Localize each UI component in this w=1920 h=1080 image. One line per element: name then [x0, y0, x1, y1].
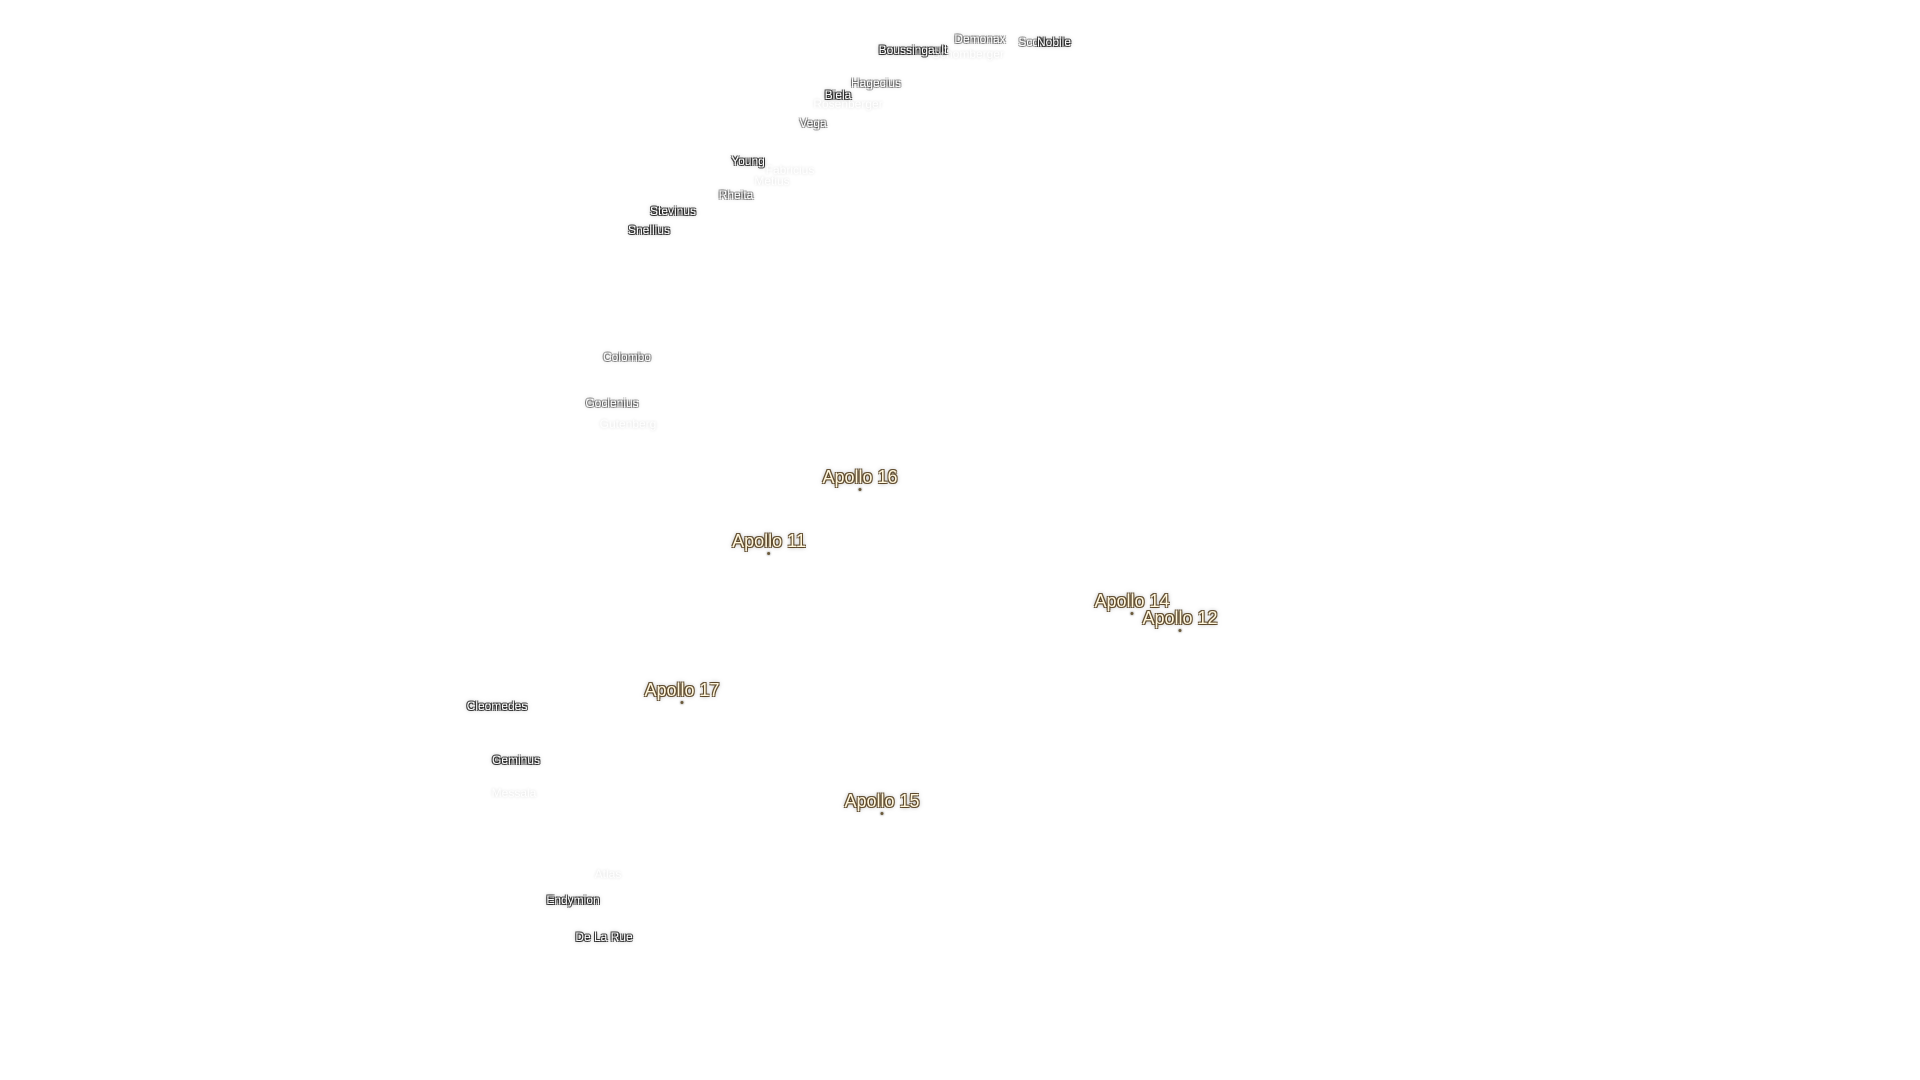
crater-label-rheita[interactable]: Rheita — [718, 188, 754, 202]
crater-label-nobile[interactable]: Nobile — [1036, 35, 1072, 49]
crater-label-geminus[interactable]: Geminus — [491, 753, 541, 767]
apollo-label: Apollo 12 — [1142, 608, 1218, 628]
landing-site-marker-icon — [880, 812, 884, 815]
crater-label-colombo[interactable]: Colombo — [602, 350, 652, 364]
landing-site-marker-icon — [1130, 612, 1134, 615]
crater-label-fabricius[interactable]: Fabricius — [765, 163, 815, 177]
crater-label-messala[interactable]: Messala — [491, 786, 537, 800]
apollo-label: Apollo 17 — [644, 680, 720, 700]
crater-label-biela[interactable]: Biela — [824, 88, 852, 102]
crater-label-demonax[interactable]: Demonax — [954, 32, 1006, 46]
crater-label-metius[interactable]: Metius — [754, 174, 790, 188]
crater-label-endymion[interactable]: Endymion — [546, 893, 600, 907]
apollo-label: Apollo 11 — [732, 531, 806, 551]
crater-label-cleomedes[interactable]: Cleomedes — [466, 699, 528, 713]
crater-label-vega[interactable]: Vega — [799, 116, 827, 130]
landing-site-marker-icon — [1178, 629, 1182, 632]
apollo-site-17[interactable]: Apollo 17 — [644, 680, 720, 704]
apollo-label: Apollo 15 — [844, 791, 920, 811]
crater-label-de-la-rue[interactable]: De La Rue — [575, 930, 633, 944]
apollo-label: Apollo 16 — [822, 467, 898, 487]
crater-label-boussingault[interactable]: Boussingault — [878, 43, 948, 57]
crater-label-goclenius[interactable]: Goclenius — [585, 396, 639, 410]
crater-label-scott[interactable]: Scott — [1018, 35, 1046, 49]
landing-site-marker-icon — [680, 701, 684, 704]
crater-label-stevinus[interactable]: Stevinus — [649, 204, 697, 218]
apollo-label: Apollo 14 — [1094, 591, 1170, 611]
apollo-site-12[interactable]: Apollo 12 — [1142, 608, 1218, 632]
crater-label-snellius[interactable]: Snellius — [627, 223, 671, 237]
crater-label-atlas[interactable]: Atlas — [594, 867, 622, 881]
apollo-site-15[interactable]: Apollo 15 — [844, 791, 920, 815]
crater-label-hagecius[interactable]: Hagecius — [850, 76, 902, 90]
apollo-site-16[interactable]: Apollo 16 — [822, 467, 898, 491]
crater-label-schomberger[interactable]: Schomberger — [931, 47, 1005, 61]
crater-label-young[interactable]: Young — [731, 154, 765, 168]
apollo-site-14[interactable]: Apollo 14 — [1094, 591, 1170, 615]
landing-site-marker-icon — [767, 552, 771, 555]
crater-label-rosenberger[interactable]: Rosenberger — [813, 97, 883, 111]
apollo-site-11[interactable]: Apollo 11 — [732, 531, 806, 555]
crater-label-gutenberg[interactable]: Gutenberg — [599, 417, 657, 431]
landing-site-marker-icon — [858, 488, 862, 491]
